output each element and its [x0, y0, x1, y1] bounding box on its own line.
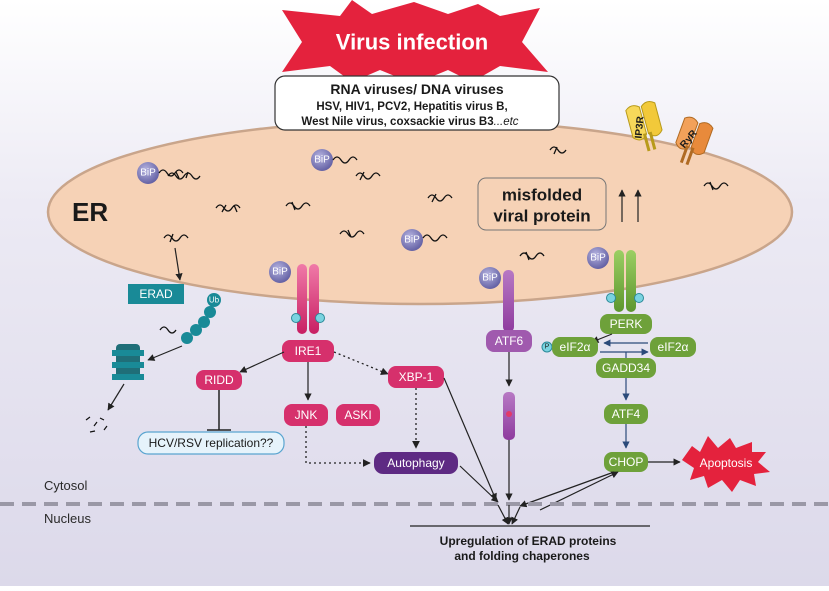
phospho-label: P — [545, 344, 550, 351]
atf4-label: ATF4 — [612, 407, 641, 421]
ire1-sensor: BiP — [269, 261, 325, 334]
xbp1-box — [388, 366, 444, 388]
virus-box-line2: West Nile virus, coxsackie virus B3...et… — [301, 116, 518, 128]
cytosol-label: Cytosol — [44, 478, 87, 493]
ip3r-channel: IP3R — [625, 101, 663, 152]
eif2a-left-box — [552, 337, 598, 357]
proteasome-arrow — [147, 345, 183, 361]
ire1-box — [282, 340, 334, 362]
eif2a-left-label: eIF2α — [560, 340, 591, 354]
ask1-label: ASKI — [344, 408, 371, 422]
erad-label: ERAD — [139, 287, 173, 301]
nucleus-label: Nucleus — [44, 511, 91, 526]
virus-box-line1: HSV, HIV1, PCV2, Hepatitis virus B, — [316, 101, 507, 113]
ire1-to-ridd-arrow — [239, 351, 285, 373]
misfolded-line2: viral protein — [493, 207, 590, 226]
eif2a-right-label: eIF2α — [658, 340, 689, 354]
degraded-fragments — [85, 416, 108, 433]
gadd34-box — [596, 358, 656, 378]
gadd34-label: GADD34 — [602, 361, 650, 375]
upregulation-line1: Upregulation of ERAD proteins — [440, 534, 617, 548]
apoptosis-label: Apoptosis — [700, 456, 753, 470]
ridd-box — [196, 370, 242, 390]
ryr-channel: RyR — [675, 116, 714, 166]
er-label: ER — [72, 197, 108, 227]
proteasome — [112, 344, 144, 380]
atf6-cleavage-site — [506, 411, 512, 417]
ire1-to-xbp1-arrow — [333, 351, 389, 375]
apoptosis-burst: Apoptosis — [682, 436, 770, 492]
virus-infection-banner: Virus infection — [282, 0, 548, 84]
erad-arrow — [174, 247, 183, 281]
virus-box-heading: RNA viruses/ DNA viruses — [330, 81, 503, 97]
convergence-arrow-3 — [511, 506, 521, 525]
erad-box — [128, 284, 184, 304]
misfolded-protein-squiggles — [163, 146, 729, 261]
autophagy-to-nucleus-arrow — [459, 465, 499, 503]
hcv-label: HCV/RSV replication?? — [149, 436, 274, 450]
bip-label: BiP — [140, 168, 156, 179]
perk-label: PERK — [610, 317, 643, 331]
misfolded-protein-box: misfolded viral protein — [477, 177, 607, 231]
atf4-box — [604, 404, 648, 424]
ridd-label: RIDD — [204, 373, 234, 387]
ridd-inhibition-line — [207, 390, 231, 431]
jnk-label: JNK — [295, 408, 318, 422]
eif2a-right-box — [650, 337, 696, 357]
misfolded-line1: misfolded — [502, 186, 582, 205]
chop-to-nucleus-arrow — [519, 471, 615, 508]
bip-label: BiP — [482, 273, 498, 284]
ask1-box — [336, 404, 380, 426]
upregulation-line2: and folding chaperones — [454, 549, 590, 563]
bip-in-er-1: BiP — [137, 162, 184, 184]
ip3r-label: IP3R — [634, 115, 647, 139]
xbp1-to-nucleus-arrow — [443, 377, 497, 501]
bip-label: BiP — [404, 235, 420, 246]
atf6-box — [486, 330, 532, 352]
perk-sensor: BiP — [587, 247, 644, 312]
bip-label: BiP — [314, 155, 330, 166]
degradation-arrow — [107, 383, 125, 411]
autophagy-box — [374, 452, 458, 474]
autophagy-label: Autophagy — [387, 456, 444, 470]
hcv-box — [137, 431, 285, 455]
bip-in-er-3: BiP — [401, 229, 448, 251]
ub-label: Ub — [209, 296, 220, 305]
bip-label: BiP — [272, 267, 288, 278]
perk-box — [600, 314, 652, 334]
atf6-label: ATF6 — [495, 334, 524, 348]
bip-label: BiP — [590, 253, 606, 264]
chop-box — [604, 452, 648, 472]
chop-label: CHOP — [609, 455, 644, 469]
convergence-arrow-1 — [497, 504, 509, 525]
bip-in-er-2: BiP — [311, 149, 358, 171]
virus-list-box: RNA viruses/ DNA viruses HSV, HIV1, PCV2… — [274, 75, 560, 131]
jnk-box — [284, 404, 328, 426]
ubiquitin-chain: Ub — [159, 293, 221, 344]
xbp1-label: XBP-1 — [399, 370, 434, 384]
virus-infection-title: Virus infection — [336, 30, 488, 55]
atf6-sensor: BiP — [479, 267, 514, 332]
ire1-label: IRE1 — [295, 344, 322, 358]
jnk-to-autophagy-arrow — [305, 426, 371, 467]
